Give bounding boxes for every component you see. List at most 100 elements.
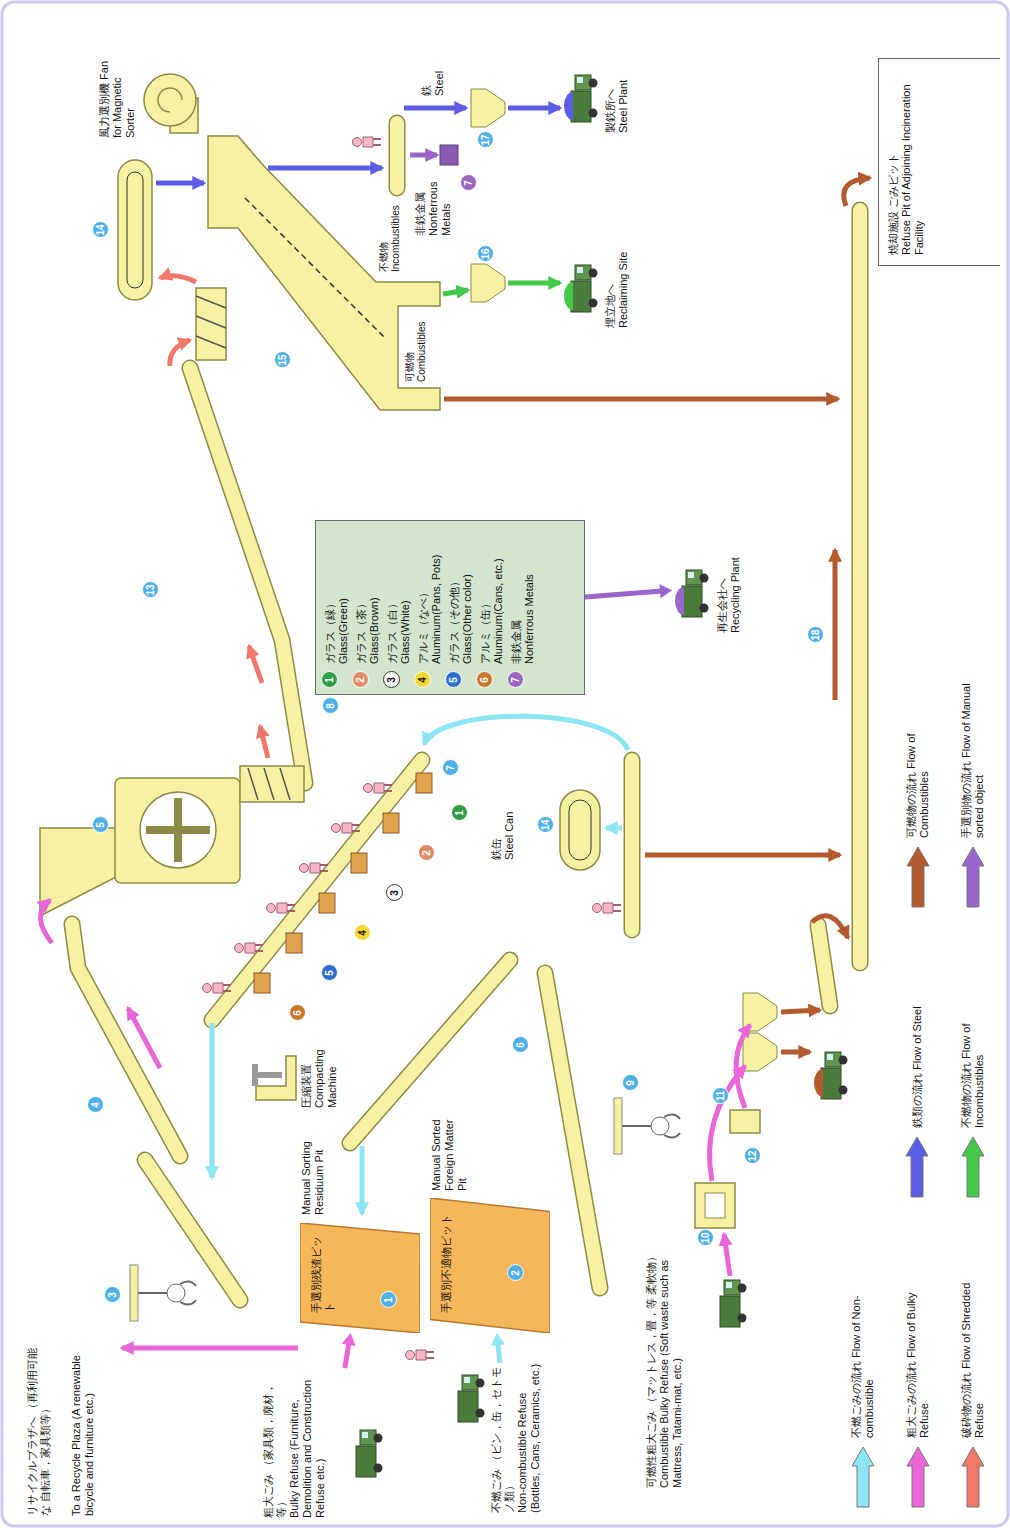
workers-part	[353, 137, 382, 147]
trucks-part	[675, 587, 684, 615]
legend-text: 粗大ごみの流れ Flow of Bulky Refuse	[905, 1268, 931, 1438]
flow-connector	[342, 1333, 356, 1368]
pit-shape	[430, 1198, 550, 1333]
compacting-machine-part	[252, 1064, 258, 1086]
annotation-text: 鉄 Steel	[420, 62, 446, 96]
trucks-part	[571, 75, 598, 122]
flow-arrows-part	[156, 181, 204, 186]
fan	[144, 74, 198, 133]
hoppers-part	[471, 264, 505, 302]
conveyors	[72, 123, 860, 1300]
callout-number: 9	[622, 1075, 639, 1092]
conveyors-part	[350, 960, 510, 1143]
flow-arrows-part	[508, 106, 560, 111]
sorting-bins	[254, 773, 432, 993]
node-text: Non-combustible Refuse (Bottles, Cans, C…	[516, 1363, 542, 1513]
conveyors-part	[190, 368, 305, 783]
callout-number: 3	[386, 885, 403, 902]
node-text: Manual Sorted Foreign Matter Pit	[430, 1111, 469, 1191]
arrow-head	[659, 584, 672, 598]
shredder	[40, 766, 304, 916]
sorting-residuum-pit: Manual Sorting Residuum Pit手選別残渣ピット	[300, 1223, 420, 1333]
air-separator	[208, 136, 440, 410]
annotation-text: リサイクルプラザへ （再利用可能な 自転車，家具類等）	[26, 1338, 52, 1516]
recycling-plant: 再生会社へRecycling Plant	[672, 541, 757, 633]
node-text: Aluminum(Pans, Pots)	[430, 529, 443, 664]
callout-number: 1	[451, 805, 468, 822]
trucks	[356, 75, 848, 1477]
conveyors-part	[212, 760, 422, 1020]
callout-number: 2	[418, 845, 435, 862]
legend-swatch	[851, 1446, 875, 1508]
callout-number: 2	[352, 672, 369, 689]
legend-arrow	[907, 1447, 929, 1507]
callout-number: 18	[807, 626, 824, 643]
flow-connector	[491, 1333, 505, 1363]
flow-arrows-part	[812, 916, 848, 938]
annotation-text: To a Recycle Plaza (A renewable bicycle …	[70, 1338, 96, 1516]
flow-arrows-part	[160, 276, 196, 282]
node-text: ガラス（その他）	[448, 529, 461, 664]
sorting-bins-part	[351, 853, 367, 873]
sorting-bins-part	[254, 973, 270, 993]
workers-part	[364, 783, 393, 793]
node-text: ガラス（緑）	[324, 529, 337, 664]
conveyors-part	[624, 760, 641, 930]
node-text: 焼却施設 ごみピット	[887, 69, 900, 255]
flow-arrows-part	[40, 900, 52, 943]
cranes-part	[130, 1265, 196, 1321]
arrow-head	[491, 1333, 505, 1346]
legend-swatch	[906, 846, 930, 908]
trucks-part	[720, 1280, 747, 1327]
annotation-text: 非鉄金属 Nonferrous Metals	[414, 172, 453, 236]
callout-number: 10	[697, 1229, 714, 1246]
node-text: Combustible Bulky Refuse (Soft waste suc…	[658, 1248, 684, 1488]
legend-item: 粗大ごみの流れ Flow of Bulky Refuse	[905, 1268, 931, 1508]
node-text: 再生会社へ	[716, 541, 729, 633]
pit-shape	[300, 1223, 420, 1333]
legend-item: 手選別物の流れ Flow of Manual sorted object	[960, 668, 986, 908]
fan-part	[144, 74, 196, 126]
conveyors-part	[389, 123, 406, 188]
incineration-pit: 焼却施設 ごみピットRefuse Pit of Adjoining Incine…	[878, 58, 1000, 266]
node-text: ガラス（茶）	[355, 529, 368, 664]
callout-number: 5	[445, 672, 462, 689]
compacting-machine	[252, 1056, 296, 1100]
fan-part	[158, 88, 182, 112]
node-text: 不燃ごみ （ビン，缶，セトモノ類）	[490, 1363, 516, 1513]
conveyors-part	[145, 1160, 240, 1300]
shredder-part	[248, 768, 290, 800]
legend-swatch	[961, 1136, 985, 1198]
node-text: Nonferrous Metals	[523, 529, 536, 664]
flow-connector	[585, 584, 672, 598]
workers-part	[332, 823, 361, 833]
magnetic-drums-part	[569, 800, 591, 860]
sorting-bins-part	[383, 813, 399, 833]
trucks-part	[458, 1375, 485, 1422]
legend-item: 不燃ごみの流れ Flow of Non-combustible	[850, 1268, 876, 1508]
legend-item: 鉄類の流れ Flow of Steel	[905, 958, 929, 1198]
machines-part	[730, 1110, 760, 1133]
flow-arrows-part	[781, 1010, 820, 1012]
callout-number: 7	[507, 672, 524, 689]
callout-number: 7	[442, 760, 459, 777]
conveyors-part	[818, 925, 830, 1006]
flow-arrows-part	[170, 340, 190, 366]
callout-number: 5	[321, 965, 338, 982]
flow-arrows-part	[443, 290, 468, 294]
legend-swatch	[961, 846, 985, 908]
legend-text: 手選別物の流れ Flow of Manual sorted object	[960, 668, 986, 838]
legend-text: 不燃物の流れ Flow of Incombustibles	[960, 958, 986, 1128]
hoppers-part	[471, 89, 505, 127]
flow-arrows-part	[260, 726, 268, 758]
conveyors-part	[350, 960, 510, 1143]
trucks-part	[821, 1052, 848, 1099]
legend-item: 不燃物の流れ Flow of Incombustibles	[960, 958, 986, 1198]
legend-item: 破砕物の流れ Flow of Shredded Refuse	[960, 1268, 986, 1508]
callout-number: 14	[92, 221, 109, 238]
conveyors-part	[818, 925, 830, 1006]
node-text: 製鉄所へ	[604, 53, 617, 133]
callout-number: 11	[712, 1088, 729, 1105]
flow-arrows-part	[781, 1050, 810, 1055]
